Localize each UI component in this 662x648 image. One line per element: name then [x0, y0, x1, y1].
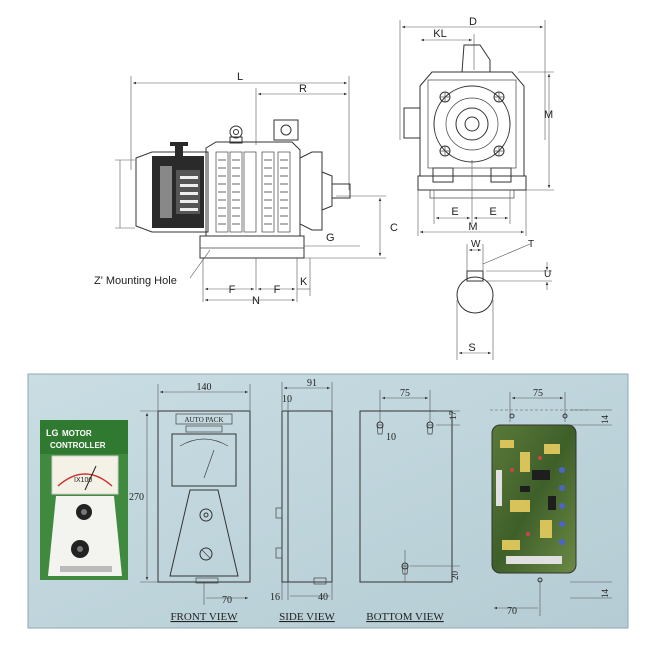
dim-label-E-left: E	[451, 206, 458, 218]
dim-label-E-right: E	[489, 206, 496, 218]
photo-title-line2: CONTROLLER	[50, 441, 106, 450]
bottom-top-label: 17	[448, 411, 458, 421]
board-top-right-label: 14	[600, 415, 610, 425]
dim-label-F-left: F	[229, 284, 236, 296]
side-bottom-right-label: 40	[318, 592, 328, 603]
bottom-bottom-label: 20	[450, 571, 460, 581]
motor-side-view: L R	[94, 71, 398, 307]
dim-label-R: R	[299, 83, 307, 95]
photo-brand: LG	[46, 428, 59, 438]
board-bottom-right-label: 14	[600, 589, 610, 599]
motor-front-view: D KL M	[399, 16, 554, 236]
front-view-drawing: 140 270 AUTO PACK 70 FRONT VIEW	[129, 382, 251, 623]
bottom-hole-label: 10	[386, 432, 396, 443]
dim-label-F-right: F	[274, 284, 281, 296]
dim-label-G: G	[326, 232, 335, 244]
side-view-caption: SIDE VIEW	[279, 611, 335, 623]
side-depth-label: 91	[307, 378, 317, 389]
dim-label-M-side: M	[544, 109, 553, 121]
photo-title-line1: MOTOR	[62, 429, 92, 438]
dim-label-T: T	[528, 239, 534, 250]
dim-label-U: U	[544, 269, 551, 280]
dim-label-D: D	[469, 16, 477, 28]
bottom-view-drawing: 75 10 17 20 BOTTOM VIEW	[359, 388, 460, 623]
bottom-width-label: 75	[400, 388, 410, 399]
side-top-offset-label: 10	[282, 394, 292, 405]
dim-label-W: W	[471, 239, 481, 250]
controller-panel: LG MOTOR CONTROLLER IX100 140 270	[27, 373, 629, 629]
mounting-hole-label: Z' Mounting Hole	[94, 275, 177, 287]
dim-label-M-bottom: M	[468, 221, 477, 233]
side-view-drawing: 91 10 16 40 SIDE VIEW	[270, 378, 335, 623]
board-width-label: 75	[533, 388, 543, 399]
front-view-caption: FRONT VIEW	[170, 611, 238, 623]
board-bottom-label: 70	[507, 606, 517, 617]
front-bottom-label: 70	[222, 595, 232, 606]
front-height-label: 270	[129, 492, 144, 503]
board-view: 75 14	[490, 388, 612, 617]
dim-label-C: C	[390, 222, 398, 234]
photo-meter-text: IX100	[74, 477, 92, 484]
dim-label-S: S	[468, 342, 475, 354]
side-bottom-left-label: 16	[270, 592, 280, 603]
shaft-detail: W T U S	[456, 239, 552, 360]
front-nameplate: AUTO PACK	[184, 416, 223, 424]
front-width-label: 140	[197, 382, 212, 393]
dim-label-N: N	[252, 295, 260, 307]
dim-label-K: K	[300, 276, 308, 288]
controller-photo: LG MOTOR CONTROLLER IX100	[40, 420, 128, 580]
bottom-view-caption: BOTTOM VIEW	[366, 611, 444, 623]
dim-label-L: L	[237, 71, 243, 83]
dim-label-KL: KL	[433, 28, 446, 40]
